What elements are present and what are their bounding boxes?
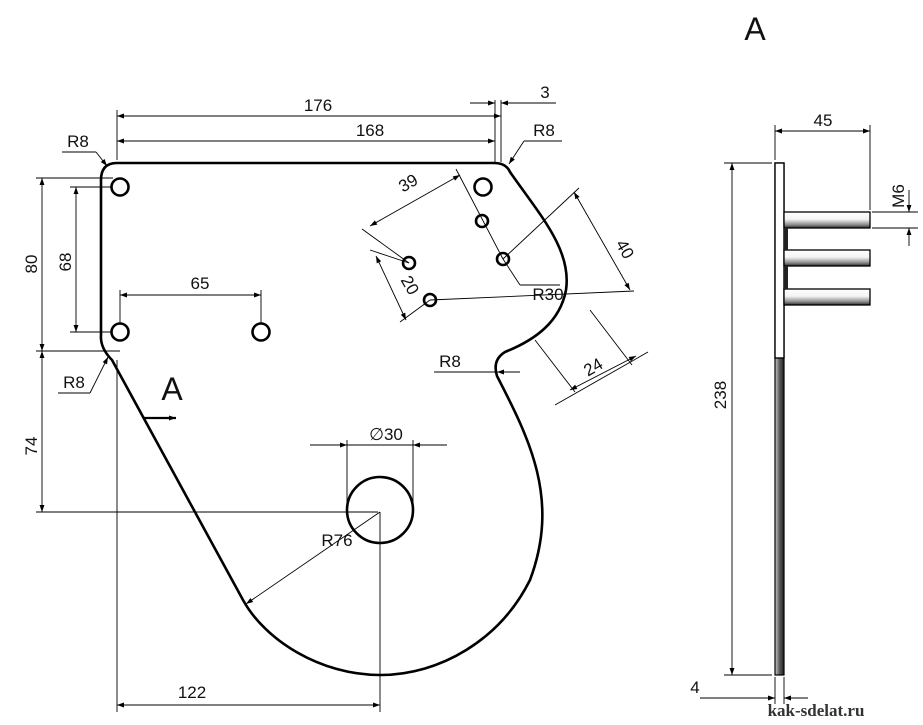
watermark: kak-sdelat.ru xyxy=(768,701,865,720)
svg-text:R8: R8 xyxy=(439,352,461,371)
svg-text:∅30: ∅30 xyxy=(369,425,403,444)
r8-top-right: R8 xyxy=(508,121,562,165)
r30-leader: R30 xyxy=(502,258,564,304)
dim-68: 68 xyxy=(56,186,111,333)
view-arrow-a: A xyxy=(143,371,183,421)
svg-text:65: 65 xyxy=(191,274,210,293)
svg-text:M6: M6 xyxy=(889,184,908,208)
r8-left: R8 xyxy=(58,356,109,394)
plate-outline xyxy=(99,161,569,677)
svg-text:R76: R76 xyxy=(321,531,352,550)
dim-65: 65 xyxy=(119,274,262,323)
svg-text:R8: R8 xyxy=(67,132,89,151)
svg-text:R8: R8 xyxy=(63,373,85,392)
dim-122: 122 xyxy=(116,360,381,712)
dim-80: 80 xyxy=(22,177,120,352)
hole-middle xyxy=(251,322,271,342)
svg-text:68: 68 xyxy=(56,253,75,272)
side-view-label: A xyxy=(744,11,766,47)
svg-text:122: 122 xyxy=(178,683,206,702)
stud-2 xyxy=(783,249,871,267)
r8-notch: R8 xyxy=(434,352,520,375)
dim-3-label: 3 xyxy=(540,83,549,102)
dim-m6: M6 xyxy=(872,184,918,246)
r76-leader: R76 xyxy=(245,511,381,605)
hole-slot-2 xyxy=(495,251,511,267)
svg-text:20: 20 xyxy=(397,272,423,298)
stud-3 xyxy=(783,288,871,306)
dim-176: 176 xyxy=(116,96,502,162)
svg-text:R8: R8 xyxy=(533,121,555,140)
svg-text:39: 39 xyxy=(395,170,421,196)
dim-20: 20 xyxy=(369,249,431,323)
dim-3: 3 xyxy=(470,83,556,106)
dim-24: 24 xyxy=(534,309,649,406)
svg-text:238: 238 xyxy=(711,381,730,409)
svg-text:40: 40 xyxy=(612,236,638,262)
svg-text:A: A xyxy=(161,371,183,407)
hole-top-left xyxy=(110,177,130,197)
dim-238: 238 xyxy=(711,162,772,676)
dim-168: 168 xyxy=(117,100,496,162)
svg-text:45: 45 xyxy=(814,111,833,130)
r8-top-left: R8 xyxy=(62,132,108,167)
stud-1 xyxy=(783,211,871,229)
svg-text:24: 24 xyxy=(580,354,606,380)
svg-text:74: 74 xyxy=(22,437,41,456)
dim-45: 45 xyxy=(774,111,871,210)
hole-bottom-left xyxy=(110,322,130,342)
side-view xyxy=(774,162,871,676)
hole-slot-1 xyxy=(474,213,490,229)
dim-diam30: ∅30 xyxy=(310,425,447,510)
svg-text:80: 80 xyxy=(22,255,41,274)
dim-4: 4 xyxy=(690,677,808,704)
svg-text:4: 4 xyxy=(690,678,699,697)
dim-74: 74 xyxy=(22,351,378,513)
hole-top-right xyxy=(473,177,493,197)
dim-168-label: 168 xyxy=(356,121,384,140)
svg-text:R30: R30 xyxy=(532,285,563,304)
dim-176-label: 176 xyxy=(304,96,332,115)
